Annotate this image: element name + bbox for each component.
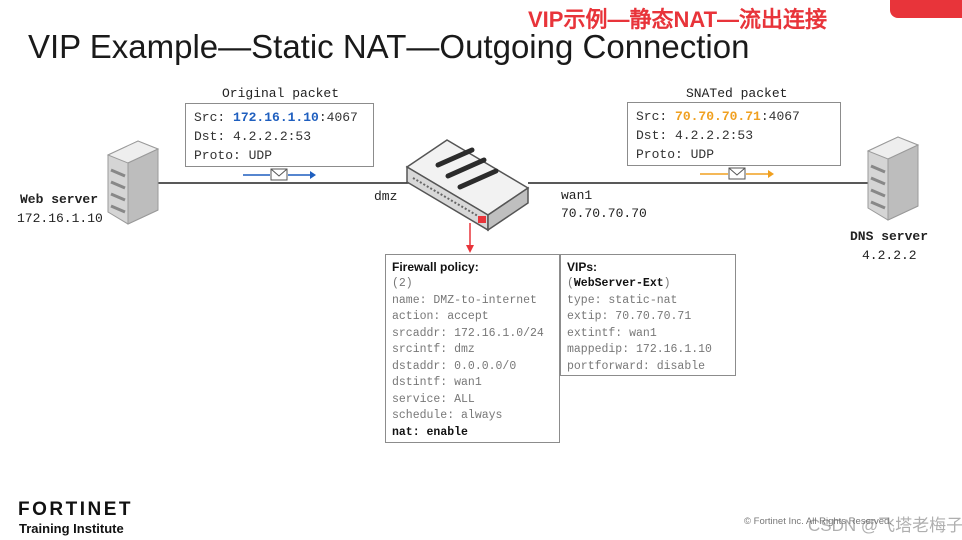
src-label: Src: [194, 110, 234, 125]
vip-name-open: ( [567, 277, 574, 290]
corner-accent-tab [890, 0, 962, 18]
policy-line: action: accept [392, 310, 489, 323]
policy-line: service: ALL [392, 392, 475, 406]
vip-line: type: static-nat [567, 293, 678, 307]
vip-lines: type: static-nat extip: 70.70.70.71 extint… [567, 293, 735, 376]
wan1-port-label: wan1 [561, 188, 593, 203]
web-server-icon [106, 140, 160, 225]
snated-packet-flow-arrow [700, 170, 774, 178]
copyright-text: © Fortinet Inc. All Rights Reserved. [744, 516, 892, 527]
firewall-policy-title: Firewall policy: [392, 260, 479, 274]
vips-box: VIPs: (WebServer-Ext) type: static-nat ex… [560, 254, 736, 376]
policy-line: dstaddr: 0.0.0.0/0 [392, 359, 517, 373]
policy-line: srcintf: dmz [392, 343, 475, 356]
snated-dst-line: Dst: 4.2.2.2:53 [636, 128, 754, 143]
page-title: VIP Example—Static NAT—Outgoing Connecti… [28, 28, 750, 65]
nat-value: : enable [412, 425, 468, 439]
envelope-icon-snated [728, 167, 746, 180]
web-server-label: Web server [20, 192, 99, 207]
vip-line: extip: 70.70.70.71 [567, 310, 692, 323]
nat-key: nat [392, 425, 413, 439]
dns-server-ip: 4.2.2.2 [862, 248, 917, 263]
vip-line: portforward: disable [567, 359, 706, 373]
original-src-line: Src: 172.16.1.10:4067 [194, 108, 373, 127]
original-dst-line: Dst: 4.2.2.2:53 [194, 129, 312, 144]
snated-proto-line: Proto: UDP [636, 147, 715, 162]
vip-name-line: (WebServer-Ext) [567, 276, 735, 293]
src-label: Src: [636, 109, 676, 124]
vips-title: VIPs: [567, 260, 598, 274]
snated-packet-caption: SNATed packet [686, 86, 788, 101]
vip-name-close: ) [663, 277, 671, 290]
policy-line: schedule: always [392, 409, 503, 422]
firewall-appliance-icon [405, 139, 530, 232]
vip-name: WebServer-Ext [573, 277, 664, 290]
policy-line: dstintf: wan1 [392, 376, 482, 389]
original-proto-line: Proto: UDP [194, 148, 273, 163]
dns-server-icon [866, 136, 920, 221]
envelope-icon-original [270, 168, 288, 181]
original-packet-flow-arrow [243, 171, 316, 179]
training-institute-label: Training Institute [19, 521, 124, 536]
wan1-ip-label: 70.70.70.70 [561, 206, 647, 221]
original-src-ip: 172.16.1.10 [233, 110, 319, 125]
policy-line: name: DMZ-to-internet [392, 293, 537, 307]
fortinet-logo: FORTINET [18, 499, 133, 520]
snated-src-ip: 70.70.70.71 [675, 109, 761, 124]
policy-pointer-arrow [466, 223, 474, 253]
firewall-policy-box: Firewall policy: (2) name: DMZ-to-intern… [385, 254, 560, 443]
snated-packet-box: Src: 70.70.70.71:4067 Dst: 4.2.2.2:53 Pr… [627, 102, 841, 166]
original-packet-caption: Original packet [222, 86, 340, 101]
csdn-watermark: CSDN @飞塔老梅子 [808, 516, 962, 535]
dns-server-label: DNS server [850, 229, 929, 244]
original-packet-box: Src: 172.16.1.10:4067 Dst: 4.2.2.2:53 Pr… [185, 103, 374, 167]
web-server-ip: 172.16.1.10 [17, 211, 103, 226]
dmz-port-label: dmz [374, 189, 398, 204]
policy-nat-line: nat: enable [392, 425, 559, 442]
chinese-title: VIP示例—静态NAT—流出连接 [528, 7, 828, 32]
firewall-policy-id: (2) [392, 277, 413, 290]
vip-line: mappedip: 172.16.1.10 [567, 343, 712, 356]
firewall-policy-lines: name: DMZ-to-internet action: accept srcad… [392, 293, 559, 425]
src-port: :4067 [760, 109, 800, 124]
src-port: :4067 [318, 110, 358, 125]
snated-src-line: Src: 70.70.70.71:4067 [636, 107, 840, 126]
policy-line: srcaddr: 172.16.1.0/24 [392, 326, 544, 340]
vip-line: extintf: wan1 [567, 326, 657, 340]
